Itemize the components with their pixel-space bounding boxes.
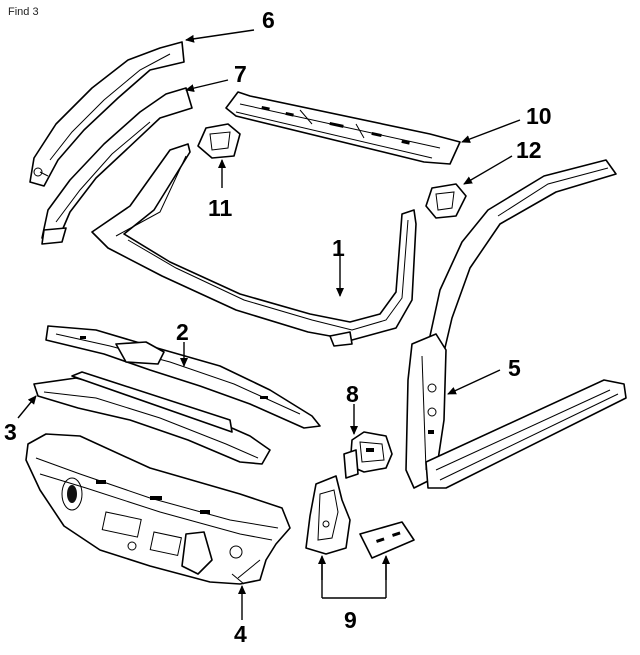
bracket-12 bbox=[425, 183, 467, 219]
brackets-9 bbox=[305, 475, 415, 559]
cowl-lower-3 bbox=[33, 371, 271, 465]
windshield-header-10 bbox=[225, 91, 461, 165]
pillar-brace-7 bbox=[41, 87, 193, 245]
roof-side-rail-6 bbox=[29, 41, 185, 187]
body-side-panel-5 bbox=[405, 159, 627, 489]
firewall-panel-4 bbox=[25, 433, 291, 585]
callout-4: 4 bbox=[234, 621, 247, 647]
callout-2: 2 bbox=[176, 319, 189, 345]
callout-3: 3 bbox=[4, 419, 17, 445]
leader-arrows bbox=[17, 29, 521, 620]
cowl-panel-2 bbox=[45, 325, 321, 429]
hinge-bracket-8 bbox=[343, 431, 393, 479]
callout-7: 7 bbox=[234, 61, 247, 87]
callout-9: 9 bbox=[344, 607, 357, 633]
callout-1: 1 bbox=[332, 235, 345, 261]
find-label: Find 3 bbox=[8, 6, 39, 18]
bracket-11 bbox=[197, 123, 241, 159]
callout-12: 12 bbox=[516, 137, 542, 163]
callout-6: 6 bbox=[262, 7, 275, 33]
windshield-frame-1 bbox=[91, 143, 417, 347]
callout-8: 8 bbox=[346, 381, 359, 407]
callout-5: 5 bbox=[508, 355, 521, 381]
callout-10: 10 bbox=[526, 103, 552, 129]
callout-11: 11 bbox=[208, 195, 233, 221]
